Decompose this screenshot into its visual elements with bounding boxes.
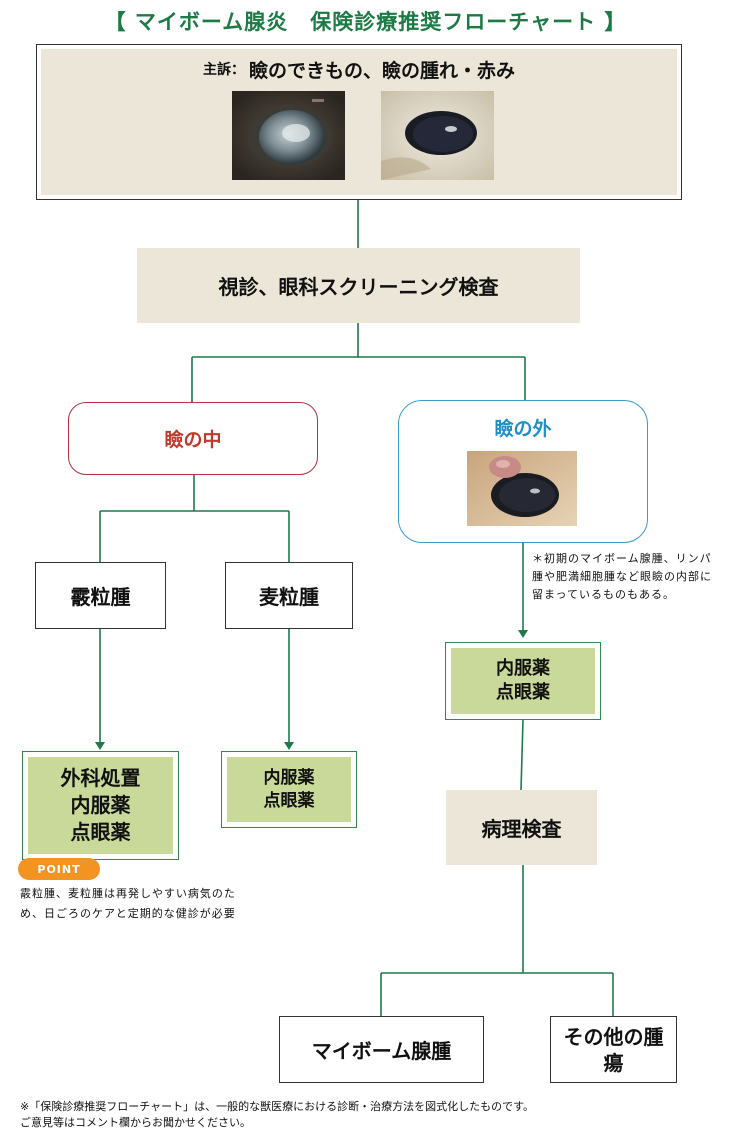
dog-eye-photo [381,91,494,180]
hordeolum-treatment-box: 内服薬 点眼薬 [221,751,357,828]
point-text: 霰粒腫、麦粒腫は再発しやすい病気のため、日ごろのケアと定期的な健診が必要 [20,887,236,920]
page-title: 【 マイボーム腺炎 保険診療推奨フローチャート 】 [104,10,627,34]
cloudy-eye-photo [232,91,345,180]
eyelid-mass-photo [467,451,577,526]
treatment-eye-drops: 点眼薬 [263,790,315,811]
chief-complaint-panel: 主訴： 瞼のできもの、瞼の腫れ・赤み [41,49,677,195]
other-tumor-box: その他の腫瘍 [550,1016,677,1083]
screening-box: 視診、眼科スクリーニング検査 [137,248,580,323]
chief-complaint-value: 瞼のできもの、瞼の腫れ・赤み [248,59,515,82]
footnote-line-2: ご意見等はコメント欄からお聞かせください。 [20,1115,251,1129]
outside-eyelid-label: 瞼の外 [494,417,552,440]
outside-treatment-box: 内服薬 点眼薬 [445,642,601,720]
chief-complaint-label: 主訴： [202,62,245,78]
hordeolum-treatment-panel: 内服薬 点眼薬 [227,757,351,822]
treatment-oral-medicine: 内服薬 [263,767,315,788]
outside-treatment-panel: 内服薬 点眼薬 [451,648,595,714]
chalazion-treatment-box: 外科処置 内服薬 点眼薬 [22,751,179,860]
chalazion-box: 霰粒腫 [35,562,166,629]
treatment-oral-medicine: 内服薬 [70,793,131,817]
footnote-line-1: ※「保険診療推奨フローチャート」は、一般的な獣医療における診断・治療方法を図式化… [20,1100,535,1113]
treatment-eye-drops: 点眼薬 [70,820,131,844]
chief-complaint-box: 主訴： 瞼のできもの、瞼の腫れ・赤み [36,44,682,200]
treatment-eye-drops: 点眼薬 [496,682,550,703]
point-badge: POINT [18,858,100,880]
outside-eyelid-box: 瞼の外 [398,400,648,543]
hordeolum-box: 麦粒腫 [225,562,353,629]
treatment-oral-medicine: 内服薬 [496,657,550,679]
treatment-surgery: 外科処置 [60,766,141,790]
inside-eyelid-box: 瞼の中 [68,402,318,475]
outside-eyelid-note: ＊初期のマイボーム腺腫、リンパ腫や肥満細胞腫など眼瞼の内部に留まっているものもあ… [532,552,712,602]
footnote: ※「保険診療推奨フローチャート」は、一般的な獣医療における診断・治療方法を図式化… [20,1099,720,1131]
pathology-exam-box: 病理検査 [446,790,597,865]
meibomian-adenoma-box: マイボーム腺腫 [279,1016,484,1083]
chalazion-treatment-panel: 外科処置 内服薬 点眼薬 [28,757,173,854]
chief-complaint-text: 主訴： 瞼のできもの、瞼の腫れ・赤み [41,55,677,83]
